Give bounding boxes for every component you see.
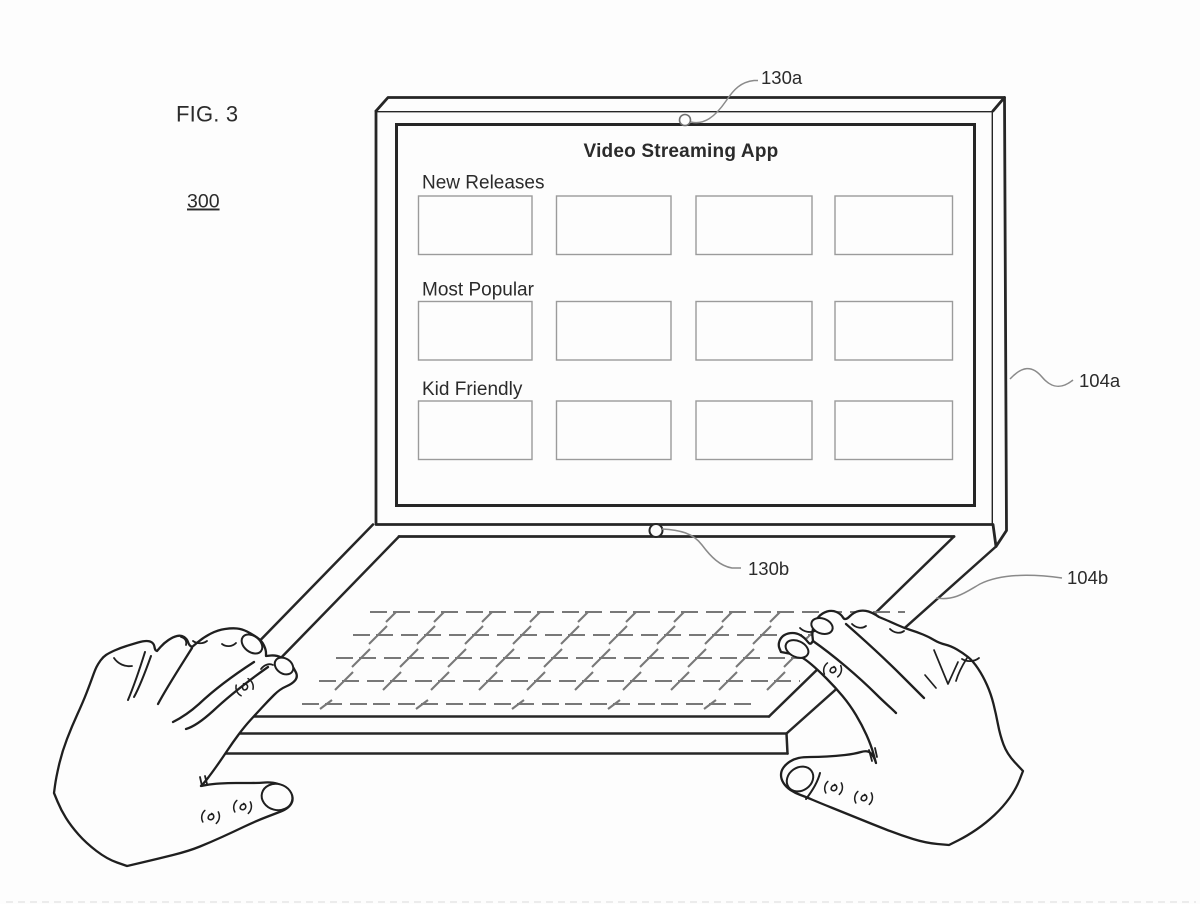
svg-text:104b: 104b	[1067, 567, 1108, 588]
svg-text:New Releases: New Releases	[422, 173, 545, 194]
svg-text:104a: 104a	[1079, 370, 1121, 391]
svg-text:130b: 130b	[748, 558, 789, 579]
svg-text:Video Streaming App: Video Streaming App	[584, 141, 779, 162]
svg-text:FIG. 3: FIG. 3	[176, 102, 238, 127]
svg-text:130a: 130a	[761, 67, 803, 88]
svg-text:Most Popular: Most Popular	[422, 280, 535, 301]
svg-text:Kid Friendly: Kid Friendly	[422, 379, 523, 400]
svg-text:300: 300	[187, 191, 220, 213]
